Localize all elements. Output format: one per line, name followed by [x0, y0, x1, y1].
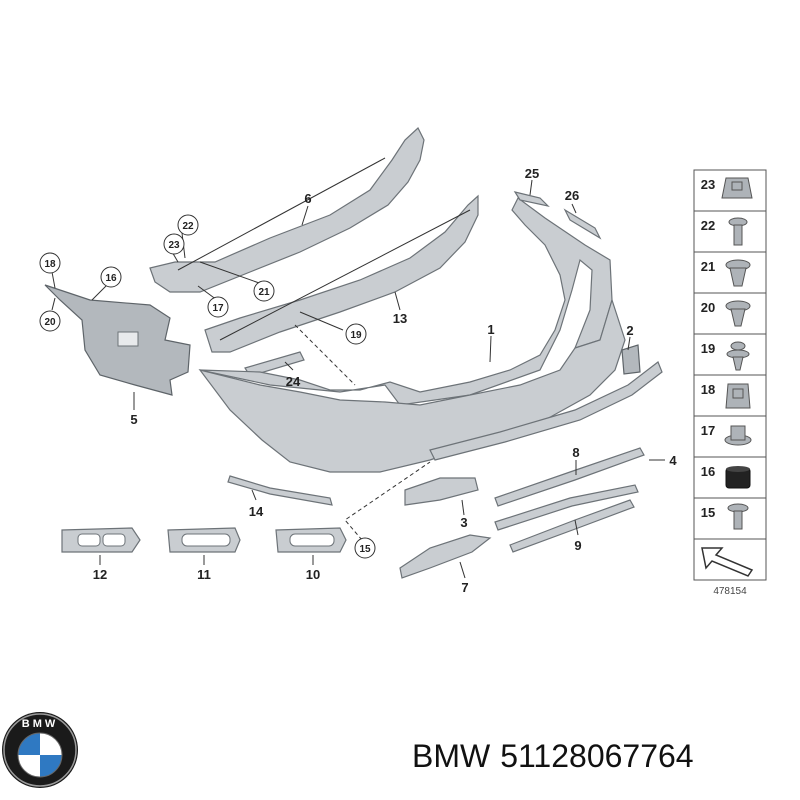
collar-nut-icon	[724, 425, 752, 446]
callout-11: 11	[197, 567, 211, 582]
part-5-bracket	[44, 284, 191, 396]
callout-1: 1	[487, 322, 494, 337]
part-14-strip	[227, 475, 333, 506]
legend-panel: 23 22 21 20 19 18 17 16	[693, 169, 767, 597]
callout-24: 24	[286, 374, 301, 389]
part-4-strip	[429, 361, 663, 461]
legend-reference: 478154	[713, 586, 747, 597]
legend-label-16: 16	[701, 464, 715, 479]
part-26-strip	[563, 208, 602, 240]
clip-nut-icon	[721, 177, 753, 199]
circled-callout-15: 15	[354, 537, 376, 559]
callout-7: 7	[461, 580, 468, 595]
callout-10: 10	[306, 567, 320, 582]
part-6-carrier	[149, 127, 425, 293]
legend-label-15: 15	[701, 505, 715, 520]
callout-8: 8	[572, 445, 579, 460]
callout-2: 2	[626, 323, 633, 338]
circled-callout-18: 18	[39, 252, 61, 274]
part-13-carrier	[204, 194, 479, 353]
svg-text:23: 23	[168, 240, 180, 251]
footer-brand: BMW	[412, 738, 491, 774]
svg-text:22: 22	[182, 221, 194, 232]
svg-text:19: 19	[350, 330, 362, 341]
rubber-buffer-icon	[725, 466, 751, 489]
part-12-tip	[61, 527, 141, 553]
legend-label-20: 20	[701, 300, 715, 315]
circled-callout-21: 21	[253, 280, 275, 302]
footer-part-number: 51128067764	[500, 738, 694, 774]
expanding-rivet-icon	[725, 259, 751, 287]
screw-icon	[728, 217, 748, 246]
legend-label-22: 22	[701, 218, 715, 233]
part-8-strip-b	[494, 484, 639, 531]
circled-callout-20: 20	[39, 310, 61, 332]
circled-callouts: 18 16 20 22 23 17 21 19	[39, 214, 376, 559]
direction-arrow-icon	[701, 547, 754, 577]
callout-25: 25	[525, 166, 539, 181]
bmw-logo: BMW	[2, 712, 78, 788]
circled-callout-16: 16	[100, 266, 122, 288]
circled-callout-22: 22	[177, 214, 199, 236]
logo-lettering: BMW	[22, 718, 59, 730]
plug-rivet-icon	[726, 341, 750, 371]
svg-text:18: 18	[44, 259, 56, 270]
legend-label-19: 19	[701, 341, 715, 356]
callout-5: 5	[130, 412, 137, 427]
callouts: 6 13 1 2 4 8 9 3 7 5 14 24 25 26 12 11 1…	[93, 166, 678, 595]
legend-label-18: 18	[701, 382, 715, 397]
part-10-tip	[275, 527, 347, 553]
legend-label-23: 23	[701, 177, 715, 192]
circled-callout-17: 17	[207, 296, 229, 318]
svg-text:21: 21	[258, 287, 270, 298]
hex-screw-icon	[727, 503, 749, 530]
callout-6: 6	[304, 191, 311, 206]
svg-text:16: 16	[105, 273, 117, 284]
callout-26: 26	[565, 188, 579, 203]
part-7-trim	[399, 534, 492, 579]
svg-text:20: 20	[44, 317, 56, 328]
circled-callout-19: 19	[345, 323, 367, 345]
part-11-tip	[167, 527, 241, 553]
part-2-cover	[621, 344, 641, 375]
callout-9: 9	[574, 538, 581, 553]
svg-text:15: 15	[359, 544, 371, 555]
callout-3: 3	[460, 515, 467, 530]
callout-4: 4	[669, 453, 677, 468]
legend-label-21: 21	[701, 259, 715, 274]
part-9-strip	[509, 499, 635, 553]
callout-13: 13	[393, 311, 407, 326]
svg-text:17: 17	[212, 303, 224, 314]
spring-nut-icon	[725, 383, 751, 409]
legend-label-17: 17	[701, 423, 715, 438]
push-rivet-icon	[725, 300, 751, 327]
part-3-trim	[404, 477, 479, 506]
leader-lines	[51, 179, 665, 579]
part-25-strip	[513, 191, 550, 208]
circled-callout-23: 23	[163, 233, 185, 255]
callout-12: 12	[93, 567, 107, 582]
part-8-strip	[494, 447, 645, 507]
callout-14: 14	[249, 504, 264, 519]
